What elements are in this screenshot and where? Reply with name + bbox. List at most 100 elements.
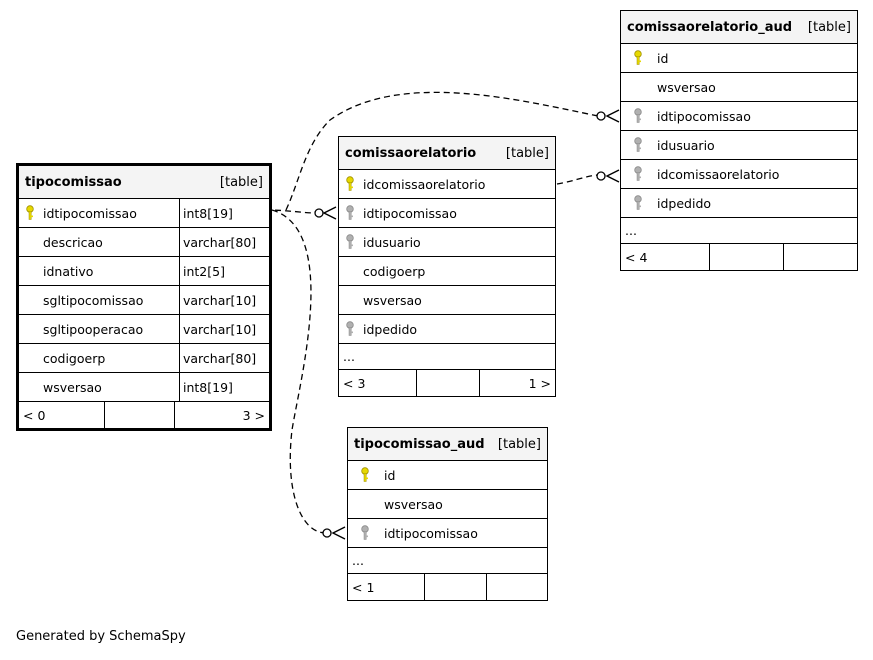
edge-comissaorelatorio-tipocomissao bbox=[264, 209, 319, 214]
footer-parents-count: 1 > bbox=[479, 370, 555, 396]
table-footer: < 1 bbox=[348, 574, 547, 600]
column-name: idpedido bbox=[657, 195, 712, 211]
footer-spacer bbox=[416, 370, 479, 396]
column-row: wsversao bbox=[621, 73, 857, 102]
footer-spacer bbox=[709, 244, 783, 270]
column-row: idtipocomissao int8[19] bbox=[19, 199, 269, 228]
table-footer: < 0 3 > bbox=[19, 402, 269, 428]
column-row: sgltipooperacao varchar[10] bbox=[19, 315, 269, 344]
table-header: comissaorelatorio [table] bbox=[339, 137, 555, 170]
footer-children-count: < 4 bbox=[625, 249, 648, 265]
footer-children-count: < 3 bbox=[343, 375, 366, 391]
edge-tipocomissao_aud-tipocomissao bbox=[271, 209, 327, 534]
column-name: idcomissaorelatorio bbox=[657, 166, 780, 182]
column-type: varchar[10] bbox=[179, 315, 269, 343]
more-columns-ellipsis: ... bbox=[621, 218, 857, 244]
column-row: idpedido bbox=[339, 315, 555, 344]
column-row: id bbox=[621, 44, 857, 73]
edge-comissaorelatorio_aud-comissaorelatorio bbox=[556, 174, 599, 185]
column-type: varchar[80] bbox=[179, 228, 269, 256]
column-name: codigoerp bbox=[363, 263, 426, 279]
column-name: descricao bbox=[43, 234, 103, 250]
column-row: codigoerp bbox=[339, 257, 555, 286]
footer-parents-count bbox=[486, 574, 547, 600]
more-columns-ellipsis: ... bbox=[348, 548, 547, 574]
column-name: idcomissaorelatorio bbox=[363, 176, 486, 192]
footer-spacer bbox=[424, 574, 486, 600]
table-comissaorelatorio[interactable]: comissaorelatorio [table] idcomissaorela… bbox=[338, 136, 556, 397]
column-name: idtipocomissao bbox=[384, 525, 478, 541]
footer-parents-count bbox=[783, 244, 857, 270]
column-name: idtipocomissao bbox=[43, 205, 137, 221]
table-name: comissaorelatorio_aud bbox=[627, 19, 793, 35]
footer-children-count: < 0 bbox=[23, 407, 46, 423]
column-row: id bbox=[348, 461, 547, 490]
column-type: int8[19] bbox=[179, 199, 269, 227]
column-name: id bbox=[657, 50, 669, 66]
primary-key-icon bbox=[621, 50, 655, 66]
column-row: idusuario bbox=[339, 228, 555, 257]
table-name: tipocomissao bbox=[25, 174, 122, 190]
table-type-label: [table] bbox=[219, 174, 263, 190]
column-row: idtipocomissao bbox=[339, 199, 555, 228]
table-comissaorelatorio_aud[interactable]: comissaorelatorio_aud [table] id wsversao… bbox=[620, 10, 858, 271]
column-row: idusuario bbox=[621, 131, 857, 160]
column-type: int2[5] bbox=[179, 257, 269, 285]
column-row: idnativo int2[5] bbox=[19, 257, 269, 286]
table-name: tipocomissao_aud bbox=[354, 436, 485, 452]
column-type: varchar[80] bbox=[179, 344, 269, 372]
footer-spacer bbox=[104, 402, 174, 428]
column-list: idcomissaorelatorio idtipocomissao idusuar… bbox=[339, 170, 555, 344]
generated-by-text: Generated by SchemaSpy bbox=[16, 629, 186, 644]
column-name: idnativo bbox=[43, 263, 94, 279]
column-row: idcomissaorelatorio bbox=[621, 160, 857, 189]
column-row: idtipocomissao bbox=[348, 519, 547, 548]
table-tipocomissao[interactable]: tipocomissao [table] idtipocomissao int8[… bbox=[16, 163, 272, 431]
footer-parents-count: 3 > bbox=[174, 402, 269, 428]
table-type-label: [table] bbox=[505, 145, 549, 161]
primary-key-icon bbox=[19, 205, 41, 221]
column-row: idcomissaorelatorio bbox=[339, 170, 555, 199]
table-name: comissaorelatorio bbox=[345, 145, 477, 161]
foreign-key-icon bbox=[621, 137, 655, 153]
column-row: descricao varchar[80] bbox=[19, 228, 269, 257]
column-list: id wsversao idtipocomissao idusuario idcomis… bbox=[621, 44, 857, 218]
footer-children-count: < 1 bbox=[352, 579, 375, 595]
column-name: codigoerp bbox=[43, 350, 106, 366]
column-name: wsversao bbox=[43, 379, 102, 395]
foreign-key-icon bbox=[621, 166, 655, 182]
foreign-key-icon bbox=[339, 205, 361, 221]
primary-key-icon bbox=[348, 467, 382, 483]
column-row: wsversao bbox=[339, 286, 555, 315]
foreign-key-icon bbox=[339, 321, 361, 337]
foreign-key-icon bbox=[621, 195, 655, 211]
more-columns-ellipsis: ... bbox=[339, 344, 555, 370]
column-name: id bbox=[384, 467, 396, 483]
primary-key-icon bbox=[339, 176, 361, 192]
column-name: idtipocomissao bbox=[363, 205, 457, 221]
column-row: wsversao bbox=[348, 490, 547, 519]
column-name: idtipocomissao bbox=[657, 108, 751, 124]
column-type: varchar[10] bbox=[179, 286, 269, 314]
table-type-label: [table] bbox=[497, 436, 541, 452]
column-row: sgltipocomissao varchar[10] bbox=[19, 286, 269, 315]
column-name: wsversao bbox=[363, 292, 422, 308]
column-row: idtipocomissao bbox=[621, 102, 857, 131]
column-name: wsversao bbox=[384, 496, 443, 512]
column-list: id wsversao idtipocomissao bbox=[348, 461, 547, 548]
table-header: tipocomissao [table] bbox=[19, 166, 269, 199]
column-name: sgltipocomissao bbox=[43, 292, 144, 308]
table-footer: < 3 1 > bbox=[339, 370, 555, 396]
table-type-label: [table] bbox=[807, 19, 851, 35]
column-name: sgltipooperacao bbox=[43, 321, 144, 337]
table-header: comissaorelatorio_aud [table] bbox=[621, 11, 857, 44]
column-row: codigoerp varchar[80] bbox=[19, 344, 269, 373]
column-name: idusuario bbox=[363, 234, 421, 250]
table-tipocomissao_aud[interactable]: tipocomissao_aud [table] id wsversao idtip… bbox=[347, 427, 548, 601]
column-name: idpedido bbox=[363, 321, 418, 337]
column-row: idpedido bbox=[621, 189, 857, 218]
table-footer: < 4 bbox=[621, 244, 857, 270]
column-list: idtipocomissao int8[19] descricao varchar[8… bbox=[19, 199, 269, 402]
column-name: wsversao bbox=[657, 79, 716, 95]
